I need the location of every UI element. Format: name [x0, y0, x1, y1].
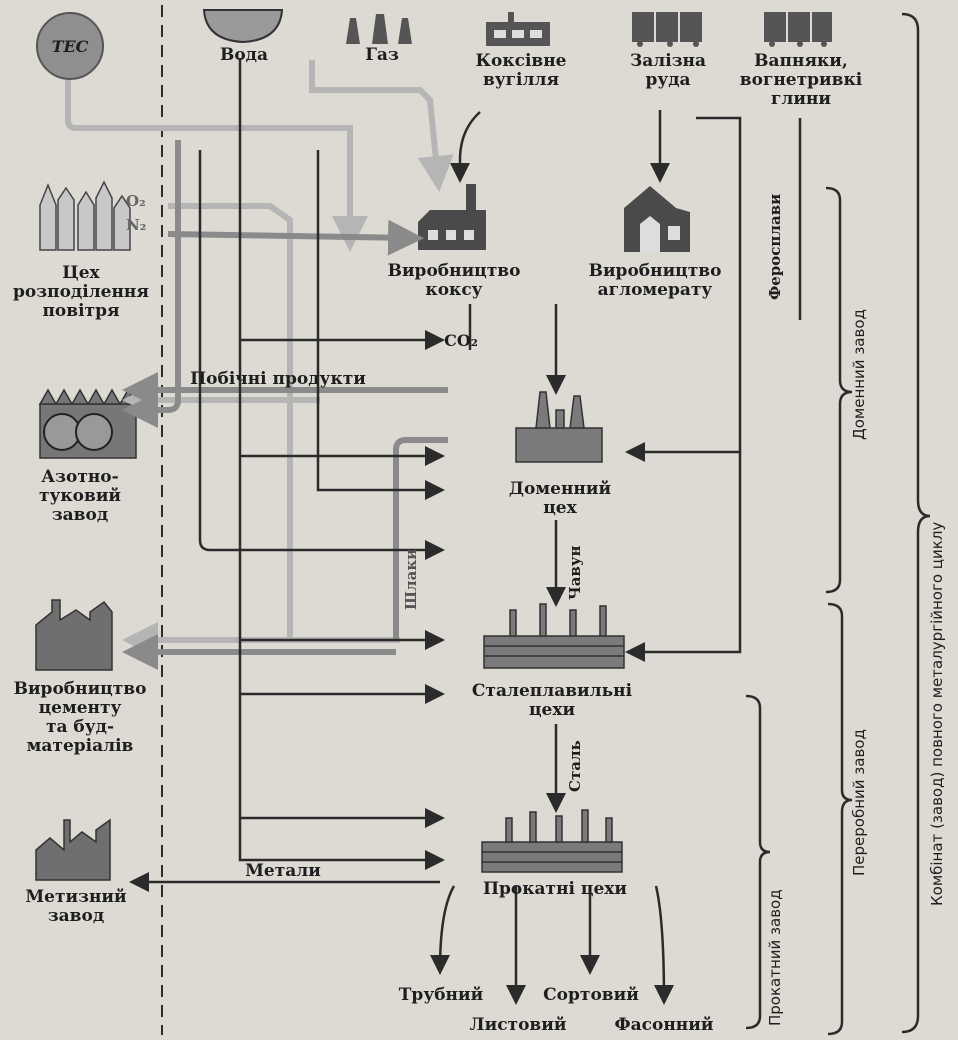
- steel-shops-label: Сталеплавильні цехи: [471, 681, 633, 720]
- gas-tanks-icon: [346, 14, 412, 44]
- rolling-shops-label: Прокатні цехи: [482, 879, 628, 899]
- flow-water-main: [238, 58, 445, 870]
- steel-plant-icon: [483, 603, 625, 669]
- agglomerate-plant-icon: [624, 186, 690, 252]
- bracket-combine: [901, 12, 931, 1034]
- tec-power-plant-icon: ТЕС: [36, 12, 104, 80]
- product-shaped-label: Фасонний: [614, 1015, 714, 1035]
- iron-ore-label: Залізна руда: [629, 51, 707, 90]
- coke-production-label: Виробництво коксу: [387, 261, 521, 300]
- byproducts-label: Побічні продукти: [190, 369, 366, 389]
- flow-n2-coke: [167, 219, 424, 256]
- flow-gas-dark: [316, 150, 445, 500]
- coal-label: Коксівне вугілля: [475, 51, 567, 90]
- combine-bracket-label: Комбінат (завод) повного металургійного …: [928, 521, 946, 906]
- flow-water-side: [122, 140, 181, 428]
- hardware-plant-label: Метизний завод: [25, 887, 127, 926]
- tec-label: ТЕС: [51, 36, 89, 56]
- bracket-conversion: [827, 602, 853, 1036]
- water-bowl-icon: [202, 9, 284, 44]
- blast-plant-bracket-label: Доменний завод: [850, 309, 868, 440]
- o2-label: O₂: [126, 192, 146, 210]
- slag-label: Шлаки: [402, 548, 420, 610]
- rolling-mill-icon: [481, 809, 623, 873]
- gas-label: Газ: [365, 45, 399, 65]
- flow-tec-line: [65, 78, 368, 252]
- steel-label: Сталь: [566, 740, 584, 792]
- product-sheet-label: Листовий: [469, 1015, 567, 1035]
- product-section-label: Сортовий: [543, 985, 639, 1005]
- bracket-rolling: [745, 694, 771, 1030]
- flow-slag: [393, 437, 448, 640]
- cement-plant-label: Виробництво цементу та буд- матеріалів: [13, 679, 147, 756]
- flow-gas-line: [309, 60, 454, 192]
- flow-ferroalloys: [625, 116, 742, 462]
- rolling-plant-bracket-label: Прокатний завод: [766, 889, 784, 1026]
- flow-pipe: [430, 885, 456, 975]
- bracket-blast-plant: [825, 186, 853, 594]
- coal-building-icon: [486, 12, 550, 46]
- nitrogen-plant-label: Азотно- туковий завод: [38, 467, 122, 525]
- flow-ferro-steel: [625, 452, 742, 662]
- air-separation-icon: [39, 180, 131, 251]
- iron-ore-wagons-icon: [632, 12, 702, 47]
- n2-label: N₂: [126, 216, 147, 234]
- nitrogen-plant-icon: [38, 388, 138, 459]
- pig-iron-label: Чавун: [566, 545, 584, 600]
- cement-plant-icon: [35, 599, 113, 671]
- co2-label: CO₂: [444, 331, 478, 350]
- product-pipe-label: Трубний: [398, 985, 484, 1005]
- metals-label: Метали: [245, 861, 321, 881]
- flow-shaped: [653, 885, 674, 1005]
- agglomerate-production-label: Виробництво агломерату: [588, 261, 722, 300]
- flow-coal-coke: [450, 111, 481, 183]
- flow-o2-line: [168, 203, 293, 640]
- coke-plant-icon: [418, 184, 486, 250]
- conversion-plant-bracket-label: Переробний завод: [850, 729, 868, 876]
- flow-tec-dark: [198, 150, 445, 560]
- blast-furnace-label: Доменний цех: [508, 479, 612, 518]
- ferroalloys-label: Феросплави: [766, 193, 784, 300]
- water-label: Вода: [219, 45, 269, 65]
- limestone-label: Вапняки, вогнетривкі глини: [739, 51, 863, 109]
- air-separation-label: Цех розподілення повітря: [13, 263, 149, 321]
- hardware-plant-icon: [35, 818, 111, 881]
- limestone-wagons-icon: [764, 12, 832, 47]
- blast-furnace-icon: [515, 391, 603, 463]
